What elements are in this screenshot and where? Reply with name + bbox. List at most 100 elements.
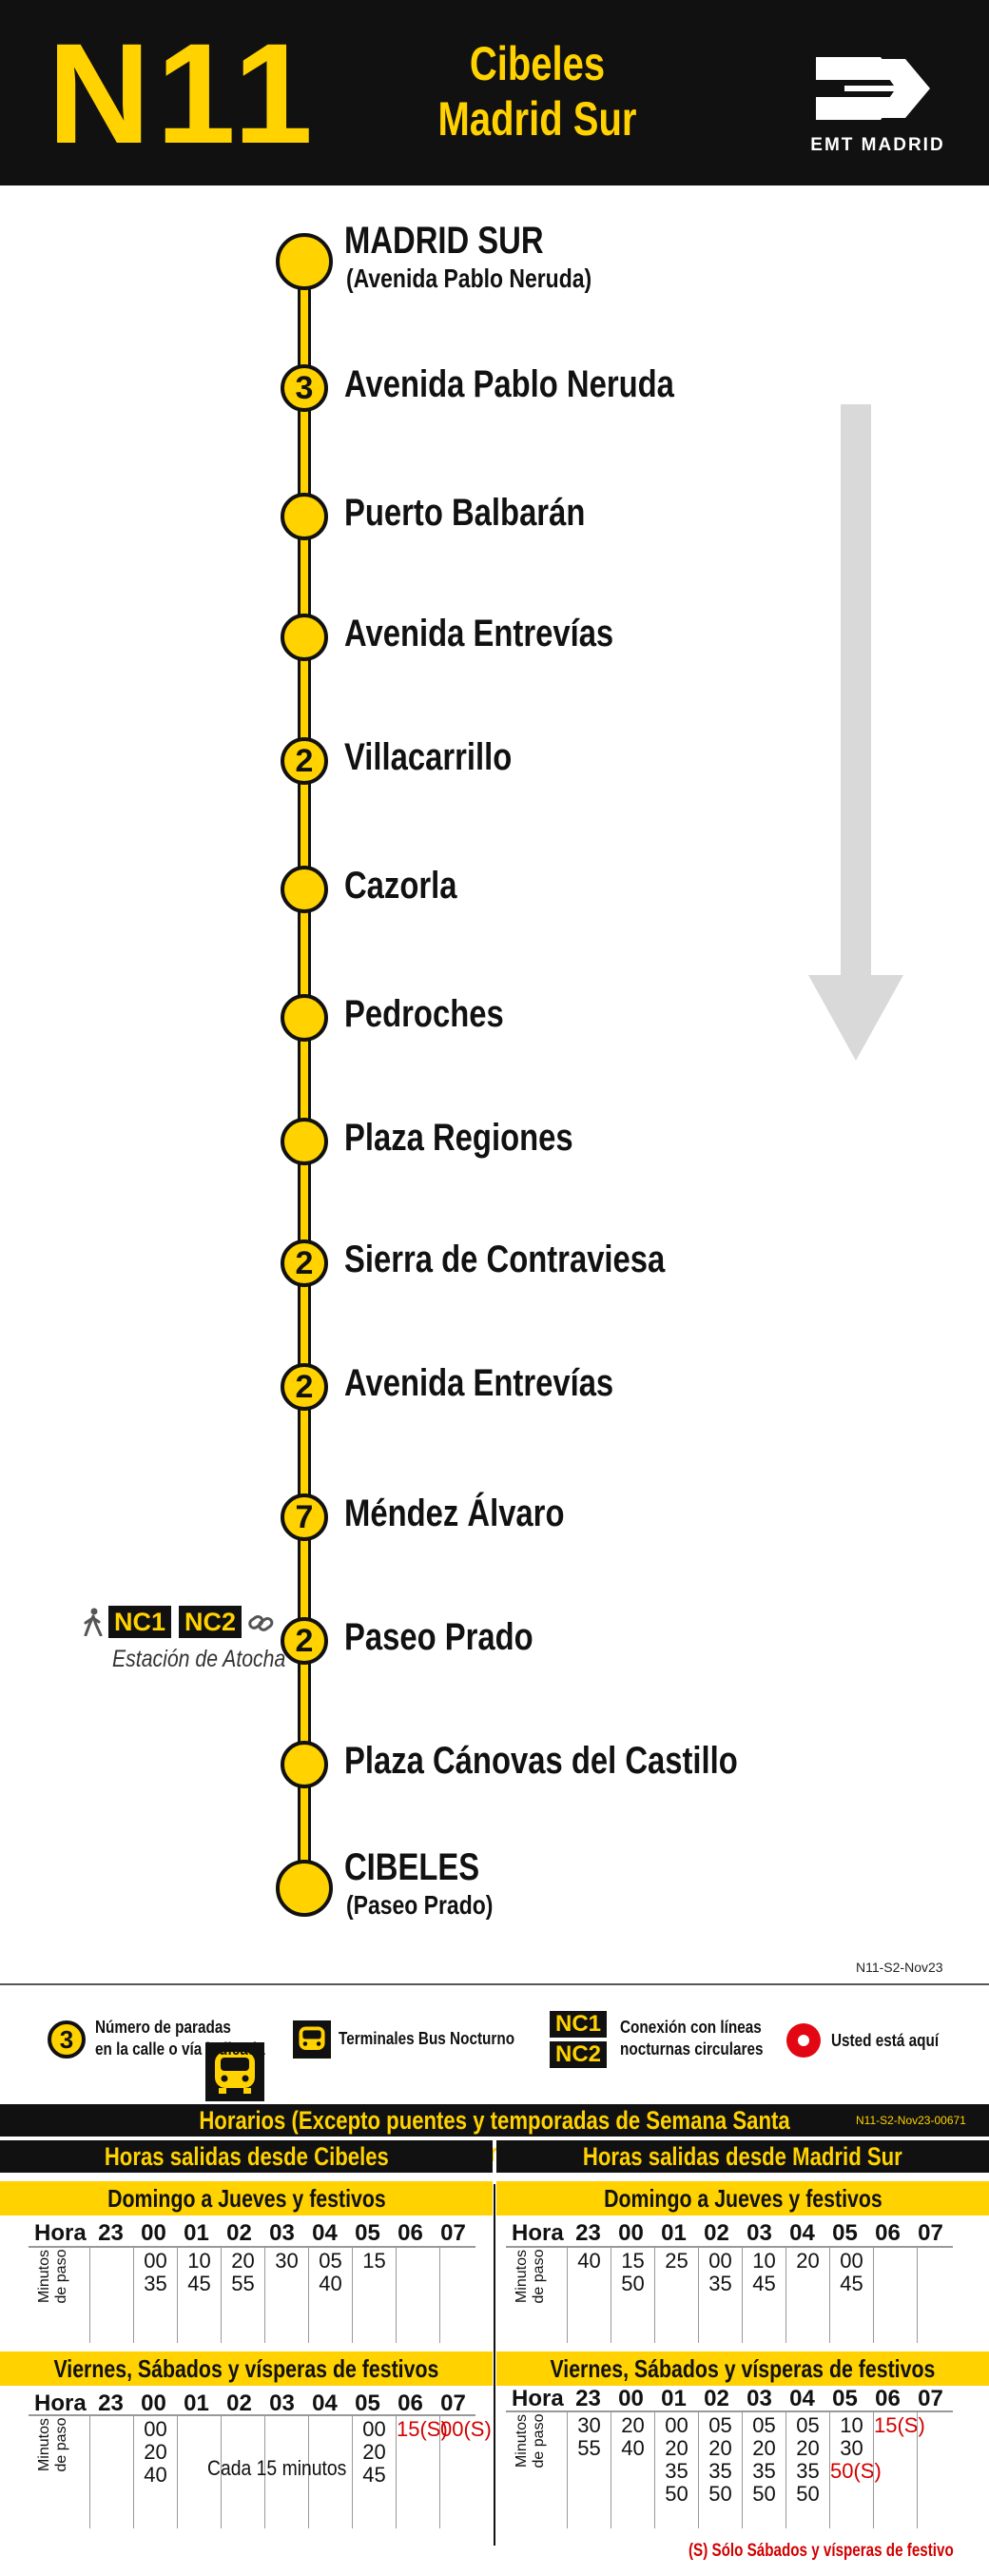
minute-value: 50: [796, 2482, 820, 2506]
stop-name: Méndez Álvaro: [344, 1493, 565, 1534]
grid-rule: [506, 2246, 953, 2248]
stop-subtitle: (Paseo Prado): [346, 1890, 494, 1920]
minutes-column: 25: [654, 2248, 698, 2343]
minute-value: 20: [231, 2249, 255, 2273]
link-icon: [248, 1614, 274, 1631]
minutes-label-line2: de paso: [531, 2249, 547, 2304]
minutes-column: [264, 2416, 308, 2528]
stop-subtitle: (Avenida Pablo Neruda): [346, 263, 592, 293]
stop-marker: 7: [281, 1493, 328, 1541]
brand-label: EMT MADRID: [810, 135, 945, 155]
minute-value: 35: [144, 2272, 167, 2295]
legend-stops-count-symbol: 3: [48, 2020, 86, 2059]
minute-value: 10: [840, 2413, 863, 2437]
document-code: N11-S2-Nov23: [856, 1960, 943, 1975]
minute-value: 45: [187, 2272, 211, 2295]
stop-name: Cazorla: [344, 865, 457, 907]
route-title: Cibeles Madrid Sur: [427, 36, 648, 146]
hour-cell: 23: [575, 2386, 601, 2411]
minutes-label-line1: Minutos: [36, 2417, 52, 2472]
minute-value: 40: [319, 2272, 342, 2295]
minute-value: 20: [621, 2413, 645, 2437]
hour-cell: 05: [832, 2386, 858, 2411]
minutes-column: 40: [567, 2248, 611, 2343]
stop-marker: [281, 866, 328, 913]
minute-value: 00(S): [440, 2417, 492, 2441]
stop-marker: 2: [281, 737, 328, 785]
minute-value: 30: [275, 2249, 299, 2273]
minutes-column: 15(S): [396, 2416, 448, 2528]
minutes-column: [873, 2248, 917, 2343]
hour-cell: 00: [141, 2391, 166, 2416]
hora-label: Hora: [34, 2391, 87, 2416]
stop-marker: 3: [281, 364, 328, 412]
hour-cell: 04: [789, 2220, 815, 2246]
hour-cell: 02: [704, 2220, 729, 2246]
timetable-title-bar: Horarios (Excepto puentes y temporadas d…: [0, 2104, 989, 2167]
stop-name: Avenida Entrevías: [344, 613, 614, 654]
legend-stops-count-text: Número de paradas en la calle o vía indi…: [95, 2017, 265, 2060]
hour-cell: 23: [98, 2391, 124, 2416]
hora-label: Hora: [34, 2220, 87, 2246]
hour-cell: 07: [918, 2386, 943, 2411]
stop-marker: [276, 233, 333, 290]
stop-marker: [281, 493, 328, 540]
stop-marker: 2: [281, 1617, 328, 1665]
right-weekend-bar: Viernes, Sábados y vísperas de festivos: [496, 2352, 989, 2386]
minutes-label-line1: Minutos: [514, 2413, 530, 2469]
stop-marker: [281, 1741, 328, 1788]
right-weekday-bar: Domingo a Jueves y festivos: [496, 2181, 989, 2215]
stop-name: Avenida Entrevías: [344, 1362, 614, 1404]
hour-cell: 07: [918, 2220, 943, 2246]
hour-cell: 04: [312, 2220, 338, 2246]
hour-cell: 06: [398, 2220, 423, 2246]
timetable-code: N11-S2-Nov23-00671: [856, 2114, 966, 2127]
minutes-label-line2: de paso: [53, 2417, 69, 2472]
nc2-badge: NC2: [179, 1606, 242, 1638]
saturday-note: (S) Sólo Sábados y vísperas de festivo: [688, 2541, 954, 2561]
hour-cell: 02: [226, 2220, 252, 2246]
walk-icon: [84, 1608, 103, 1636]
minutes-column: [177, 2416, 221, 2528]
minute-value: 05: [796, 2413, 820, 2437]
minutes-column: 15(S): [873, 2412, 925, 2528]
left-weekday-bar: Domingo a Jueves y festivos: [0, 2181, 493, 2215]
minute-value: 35: [708, 2272, 732, 2295]
hour-cell: 23: [575, 2220, 601, 2246]
minutes-column: [89, 2416, 133, 2528]
minute-value: 05: [752, 2413, 776, 2437]
left-header: Horas salidas desde Cibeles: [0, 2140, 493, 2173]
minutes-column: [308, 2416, 352, 2528]
minute-value: 40: [621, 2436, 645, 2460]
hora-label: Hora: [512, 2386, 564, 2411]
minutes-column: 15: [352, 2248, 396, 2343]
minute-value: 30: [840, 2436, 863, 2460]
minute-value: 10: [752, 2249, 776, 2273]
minutes-column: [917, 2412, 960, 2528]
hour-cell: 07: [440, 2391, 466, 2416]
right-header: Horas salidas desde Madrid Sur: [496, 2140, 989, 2173]
minute-value: 35: [665, 2459, 688, 2483]
minutes-label-line1: Minutos: [514, 2249, 530, 2304]
minute-value: 40: [144, 2463, 167, 2487]
hour-cell: 06: [875, 2386, 901, 2411]
legend-nc1-badge: NC1: [550, 2011, 608, 2038]
legend-circular-line1: Conexión con líneas: [620, 2018, 762, 2037]
minute-value: 50: [708, 2482, 732, 2506]
minute-value: 10: [187, 2249, 211, 2273]
stop-marker: [281, 994, 328, 1042]
emt-logo-icon: [816, 57, 930, 120]
minute-value: 55: [231, 2272, 255, 2295]
